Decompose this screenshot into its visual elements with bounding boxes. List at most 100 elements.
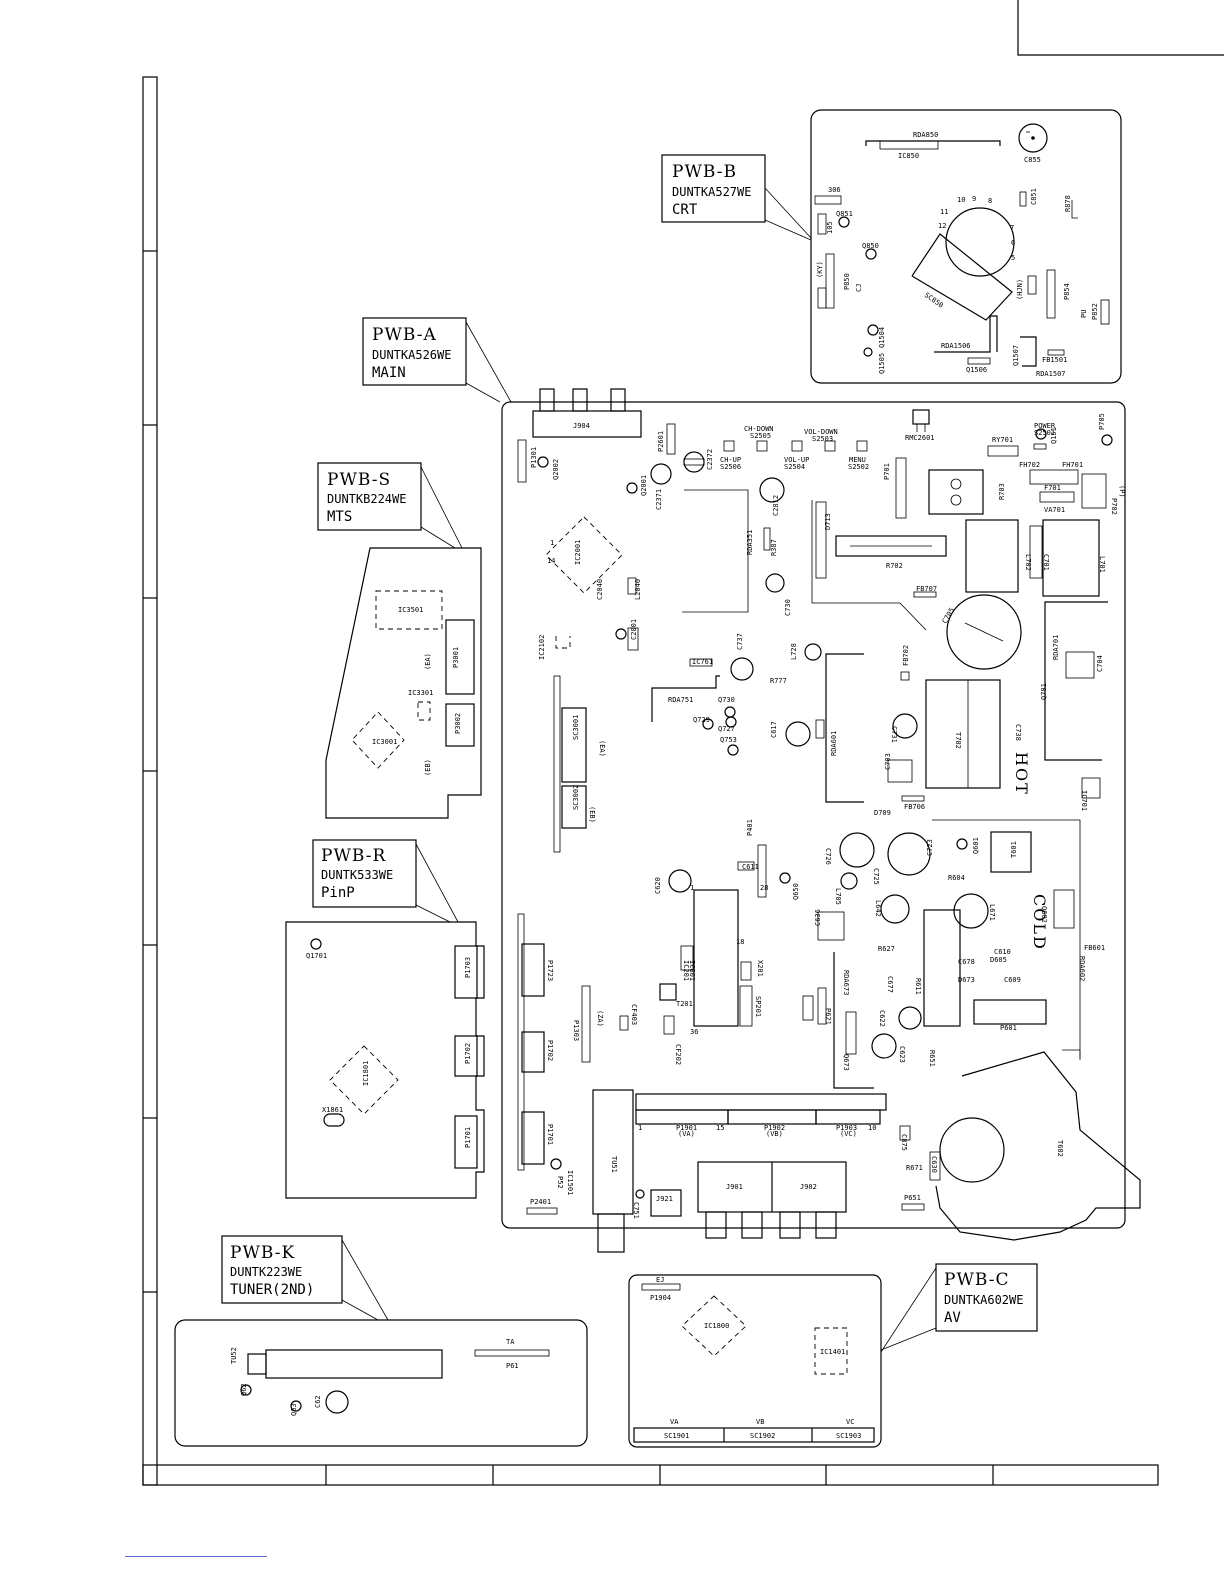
label-r627: R627 (878, 945, 895, 953)
label-s2503: S2503 (812, 435, 833, 443)
label-cj: CJ (855, 284, 863, 292)
label-p2401: P2401 (530, 1198, 551, 1206)
tag-pwb-s-title: PWB-S (327, 470, 391, 490)
pin-1: 1 (638, 1124, 642, 1132)
label-p1701-r: P1701 (464, 1127, 472, 1148)
label-c703: C703 (884, 753, 892, 770)
label-ic3001: IC3001 (372, 738, 397, 746)
label-c726: C726 (824, 848, 832, 865)
label-fb706: FB706 (904, 803, 925, 811)
label-za: (ZA) (596, 1010, 604, 1027)
label-fh701: FH701 (1062, 461, 1083, 469)
label-cold: COLD (1030, 894, 1049, 951)
tag-pwb-r-part: DUNTK533WE (321, 868, 393, 882)
tag-pwb-c-title: PWB-C (944, 1270, 1009, 1290)
label-ic1401: IC1401 (820, 1348, 845, 1356)
label-t201: T201 (676, 1000, 693, 1008)
label-p3001: P3001 (452, 647, 460, 668)
label-eb: (EB) (588, 806, 596, 823)
tag-pwb-c-part: DUNTKA602WE (944, 1293, 1023, 1307)
footer-link-underline[interactable] (125, 1556, 267, 1557)
label-rda701: RDA701 (1052, 635, 1060, 660)
label-c617: C617 (770, 721, 778, 738)
j904-jack (532, 388, 642, 438)
label-va-c: VA (670, 1418, 679, 1426)
label-r703: R703 (998, 483, 1006, 500)
label-q730: Q730 (718, 696, 735, 704)
label-q602: Q602 (1040, 906, 1048, 923)
label-c2371: C2371 (655, 489, 663, 510)
label-c623: C623 (898, 1046, 906, 1063)
label-c701: C701 (1042, 554, 1050, 571)
label-ic3301: IC3301 (408, 689, 433, 697)
label-p401: P401 (746, 819, 754, 836)
label-q1504: Q1504 (878, 327, 886, 348)
label-d605: D605 (990, 956, 1007, 964)
label-cf202: CF202 (674, 1044, 682, 1065)
label-r651: R651 (928, 1050, 936, 1067)
board-pwb-b: RDA850 IC850 C855 C851 R878 10 9 8 11 12… (810, 109, 1122, 384)
pin-1: 1 (550, 539, 554, 547)
tag-pwb-r-desc: PinP (321, 885, 355, 901)
label-s2506: S2506 (720, 463, 741, 471)
label-rda602: RDA602 (1078, 956, 1086, 981)
label-rda850: RDA850 (913, 131, 938, 139)
tag-pwb-a: PWB-A DUNTKA526WE MAIN (362, 317, 512, 403)
label-c704: C704 (1096, 655, 1104, 672)
pin-6: 6 (1011, 239, 1015, 247)
tag-pwb-r: PWB-R DUNTK533WE PinP (312, 839, 459, 923)
label-c611: C611 (742, 863, 759, 871)
label-d709: D709 (874, 809, 891, 817)
label-l2040: L2040 (634, 579, 642, 600)
pin-8: 8 (988, 197, 992, 205)
pin-15: 15 (716, 1124, 724, 1132)
label-ic801: IC801 (688, 960, 696, 981)
pin-1: 1 (690, 884, 694, 892)
label-r611: R611 (914, 978, 922, 995)
label-fb707: FB707 (916, 585, 937, 593)
label-ic1801: IC1801 (362, 1061, 370, 1086)
label-x1861: X1861 (322, 1106, 343, 1114)
label-ta: TA (506, 1338, 515, 1346)
label-j902: J902 (800, 1183, 817, 1191)
label-p1902: P1902 (764, 1124, 785, 1132)
board-pwb-c: EJ P1904 IC1800 IC1401 VA VB VC SC1901 S… (628, 1274, 882, 1448)
label-p1702: P1702 (546, 1040, 554, 1061)
label-p701: P701 (883, 463, 891, 480)
tag-pwb-a-title: PWB-A (372, 325, 437, 345)
label-p601: P601 (1000, 1024, 1017, 1032)
label-tu52: TU52 (230, 1347, 238, 1364)
label-c2001: C2001 (630, 619, 638, 640)
label-p651: P651 (904, 1194, 921, 1202)
tag-pwb-k-desc: TUNER(2ND) (230, 1282, 314, 1298)
label-r671: R671 (906, 1164, 923, 1172)
label-fb601: FB601 (1084, 944, 1105, 952)
label-p1702-r: P1702 (464, 1043, 472, 1064)
label-c751: C751 (632, 1202, 640, 1219)
label-q851: Q851 (836, 210, 853, 218)
label-t601: T601 (1010, 841, 1018, 858)
tag-pwb-k-part: DUNTK223WE (230, 1265, 302, 1279)
label-ry701: RY701 (992, 436, 1013, 444)
pin-36: 36 (690, 1028, 698, 1036)
label-rmc2601: RMC2601 (905, 434, 935, 442)
label-vol-up: VOL-UP (784, 456, 809, 464)
tag-pwb-c-desc: AV (944, 1310, 961, 1326)
label-ic761: IC761 (692, 658, 713, 666)
label-j921: J921 (656, 1195, 673, 1203)
label-q601: Q601 (972, 837, 980, 854)
label-vc-c: VC (846, 1418, 854, 1426)
label-c677: C677 (886, 976, 894, 993)
label-q2001: Q2001 (640, 475, 648, 496)
board-pwb-s: IC3501 P3001 (EA) IC3301 P3002 (EB) IC30… (325, 547, 482, 819)
label-c875: C875 (900, 1134, 908, 1151)
label-105: 105 (826, 221, 834, 234)
tag-pwb-a-part: DUNTKA526WE (372, 348, 451, 362)
label-q63: Q63 (290, 1403, 298, 1416)
label-r878: R878 (1064, 195, 1072, 212)
pin-28: 28 (760, 884, 768, 892)
label-p1904: P1904 (650, 1294, 671, 1302)
label-l702: L702 (1024, 554, 1032, 571)
label-l671: L671 (988, 904, 996, 921)
label-p702: P702 (1110, 498, 1118, 515)
